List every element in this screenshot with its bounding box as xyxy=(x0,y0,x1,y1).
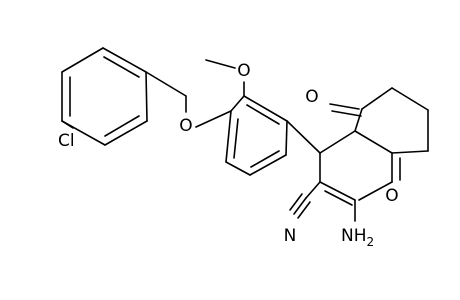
double-bond-inner xyxy=(324,190,353,206)
amine-nh-label: NH xyxy=(341,226,367,246)
ketone-double-bond xyxy=(329,103,360,110)
ether-oxygen-label: O xyxy=(179,116,192,136)
amine-subscript-label: 2 xyxy=(367,235,375,249)
bond xyxy=(319,130,356,154)
bond xyxy=(285,120,288,156)
double-bond-inner xyxy=(246,104,280,125)
bond xyxy=(104,120,148,146)
double-bond-inner xyxy=(103,56,140,78)
double-bond-inner xyxy=(233,118,239,159)
bond-c3-cn xyxy=(305,181,321,199)
bond xyxy=(354,130,393,154)
cyclohexenone-ring xyxy=(354,87,429,154)
bond xyxy=(249,154,287,176)
bond-o-aryl xyxy=(195,110,232,128)
bond xyxy=(225,110,232,163)
double-bond-inner xyxy=(250,150,280,168)
bond-c-cl xyxy=(61,120,74,129)
double-bond-inner xyxy=(104,115,140,137)
ketone-double-bond xyxy=(331,110,362,117)
ring-oxygen-label: O xyxy=(385,186,398,206)
nitrile-triple-bond xyxy=(293,197,307,215)
bond xyxy=(319,181,356,201)
bond-aryl-c4 xyxy=(286,120,321,154)
nitrile-nitrogen-label: N xyxy=(284,226,297,246)
bond-ring-ch2 xyxy=(145,71,187,97)
bond xyxy=(391,150,429,154)
bond xyxy=(225,161,251,176)
chlorophenyl-ring xyxy=(61,47,148,146)
bond xyxy=(391,87,429,111)
ketone-oxygen-label: O xyxy=(305,87,318,107)
bond xyxy=(243,95,288,122)
chlorine-atom-label: Cl xyxy=(58,131,75,151)
bond xyxy=(102,47,147,73)
bond xyxy=(145,71,148,122)
pyran-ring xyxy=(319,130,401,206)
methoxyphenyl-ring xyxy=(225,95,288,176)
methoxy-oxygen-label: O xyxy=(237,61,250,81)
bond-o-methyl xyxy=(205,59,236,69)
amine-group-label: NH2 xyxy=(341,226,374,249)
bond xyxy=(61,47,104,73)
bond xyxy=(230,95,245,112)
nitrile-triple-bond xyxy=(289,193,303,211)
bond xyxy=(361,87,393,110)
bond xyxy=(358,181,393,201)
bond xyxy=(354,108,363,132)
nitrile-triple-bond xyxy=(297,201,311,219)
